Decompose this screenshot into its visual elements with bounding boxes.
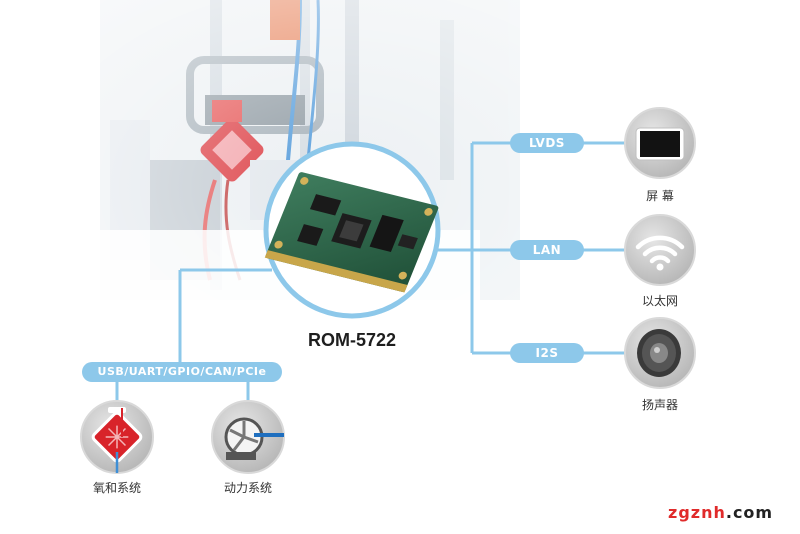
site-watermark: zgznh.com: [668, 503, 773, 522]
wifi-icon: [624, 214, 696, 286]
board-circle: [263, 141, 441, 319]
speaker-label: 扬声器: [641, 398, 678, 412]
oxygenator-icon: [80, 400, 154, 474]
screen-label: 屏 幕: [646, 189, 674, 203]
speaker-icon: [624, 317, 696, 389]
display-icon: [624, 107, 696, 179]
oxygen-system-label: 氧和系统: [92, 481, 141, 495]
i2s-interface-label: I2S: [510, 343, 584, 363]
pump-icon: [211, 400, 285, 474]
watermark-prefix: zgznh: [668, 503, 726, 522]
lan-interface-label: LAN: [510, 240, 584, 260]
ethernet-label: 以太网: [641, 294, 678, 308]
watermark-suffix: .com: [725, 503, 774, 522]
lvds-interface-label: LVDS: [510, 133, 584, 153]
power-system-label: 动力系统: [223, 481, 272, 495]
product-name: ROM-5722: [307, 330, 397, 350]
io-interface-label: USB/UART/GPIO/CAN/PCIe: [82, 362, 282, 382]
